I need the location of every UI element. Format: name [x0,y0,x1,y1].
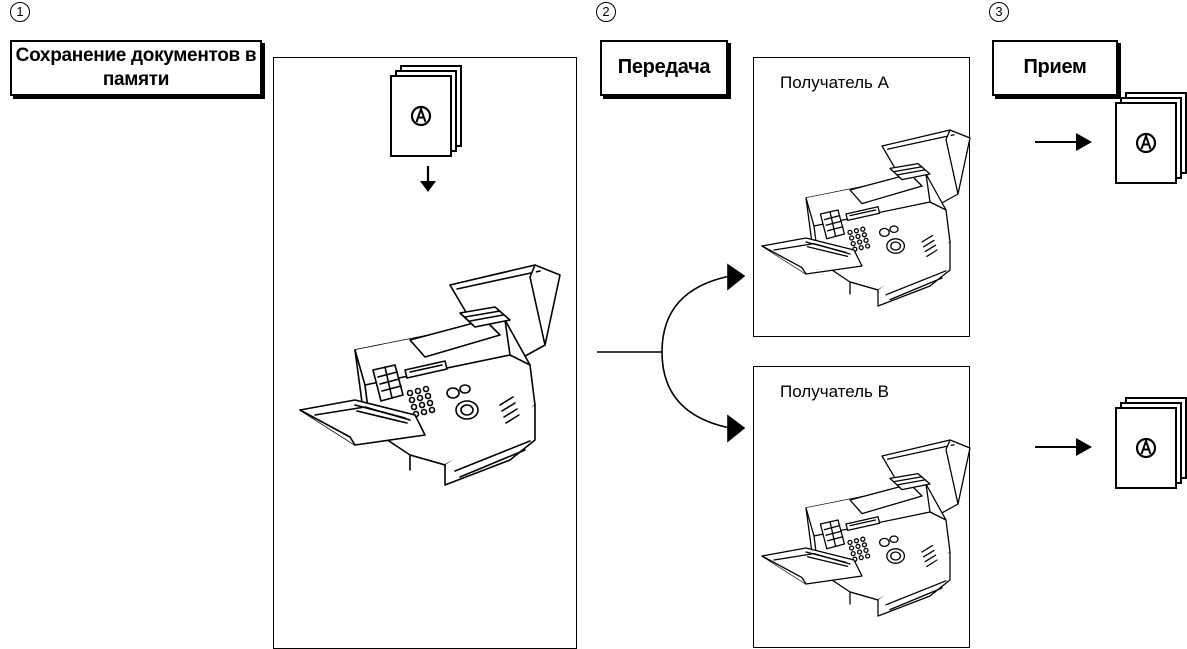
step-3-number: 3 [989,2,1009,22]
step-3-label: Прием [992,40,1118,96]
receive-arrow-a-icon [1035,133,1092,151]
step-1-number: 1 [10,2,30,22]
recipient-b-label: Получатель B [780,382,889,401]
received-document-a-icon [1114,91,1187,185]
fax-machine-a-icon [761,129,971,307]
fax-machine-icon [299,264,561,486]
recipient-a-label: Получатель A [780,73,889,92]
transmission-arrows [597,263,746,443]
step-1-label: Сохранение документов в памяти [10,40,262,96]
received-document-b-icon [1114,396,1187,490]
receive-arrow-b-icon [1035,438,1092,456]
document-stack-icon [389,64,463,158]
down-arrow-icon [420,166,436,192]
fax-machine-b-icon [761,439,971,617]
step-2-label: Передача [600,40,728,96]
diagram-graphics [299,64,1187,617]
step-2-number: 2 [596,2,616,22]
